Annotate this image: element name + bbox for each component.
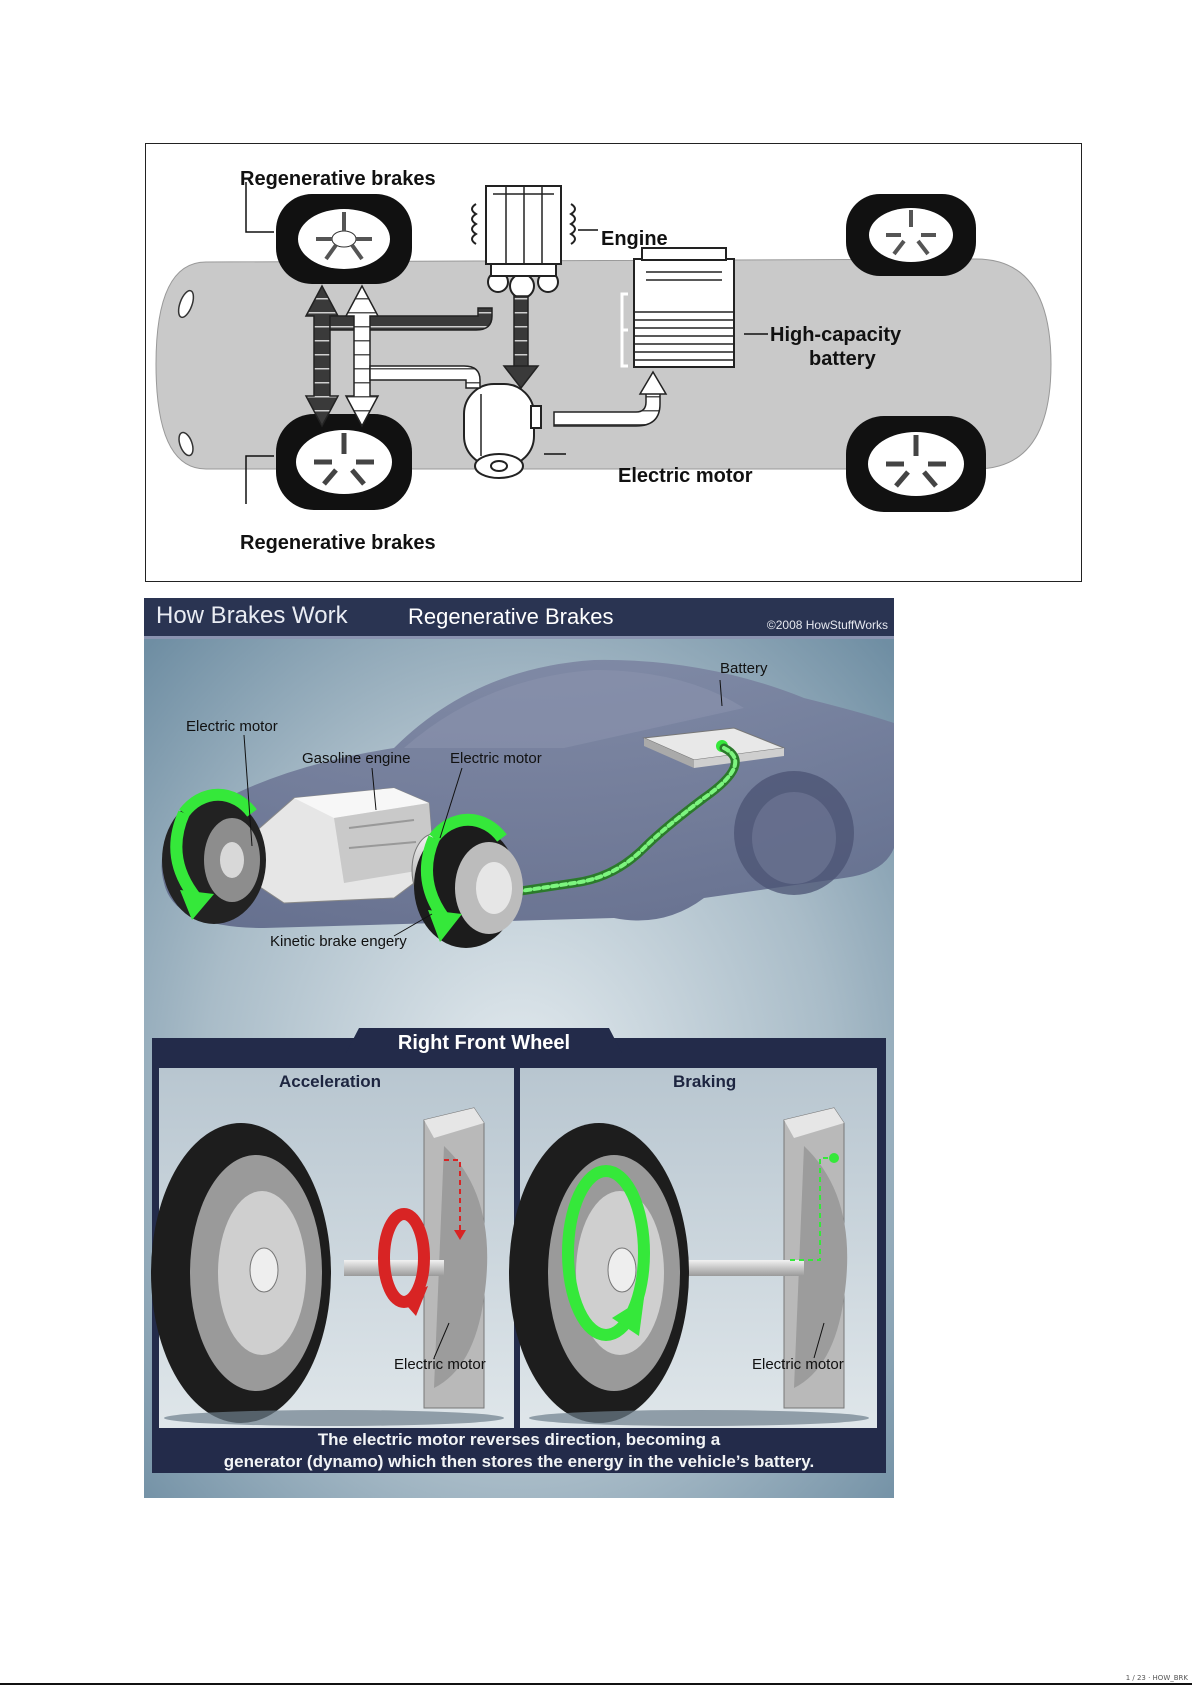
- label-braking: Braking: [673, 1072, 737, 1091]
- wheel-front-bottom: [276, 414, 412, 510]
- panel-title: Right Front Wheel: [397, 1032, 571, 1054]
- gasoline-engine: [253, 787, 435, 904]
- label-battery: battery: [809, 348, 876, 370]
- page-bottom-rule: [0, 1683, 1192, 1685]
- wheel-front-top: [276, 194, 412, 284]
- front-wheel: [414, 813, 523, 948]
- caption-line-2: generator (dynamo) which then stores the…: [223, 1452, 815, 1471]
- acceleration-panel-art: [151, 1107, 488, 1423]
- label-electric-motor-accel: Electric motor: [394, 1356, 486, 1373]
- label-high-capacity: High-capacity: [770, 324, 902, 346]
- wheel-rear-top: [846, 194, 976, 276]
- callout-front-motor: [439, 767, 463, 839]
- callout-regen-bottom: [245, 455, 274, 504]
- wheel-rear-bottom: [846, 416, 986, 512]
- caption-line-1: The electric motor reverses direction, b…: [317, 1430, 721, 1449]
- label-regenerative-brakes-top: Regenerative brakes: [240, 168, 436, 190]
- header-title: How Brakes Work: [156, 602, 348, 629]
- label-engine: Engine: [601, 228, 668, 250]
- callout-regen-top: [245, 182, 274, 233]
- copyright: ©2008 HowStuffWorks: [766, 618, 888, 632]
- header-subtitle: Regenerative Brakes: [408, 604, 614, 629]
- headlight-top: [177, 289, 195, 319]
- headlight-bottom: [178, 431, 194, 457]
- label-electric-motor: Electric motor: [618, 465, 753, 487]
- hybrid-drivetrain-diagram: Regenerative brakes Engine High-capacity…: [145, 143, 1082, 582]
- label-electric-motor-braking: Electric motor: [752, 1356, 844, 1373]
- panel-title-tab: [346, 1028, 622, 1053]
- engine-power-arrows: [304, 284, 540, 428]
- battery-drawing: [620, 247, 735, 368]
- label-kinetic-brake-energy: Kinetic brake engery: [270, 933, 407, 950]
- braking-panel-art: [509, 1107, 848, 1423]
- callout-battery: [719, 679, 723, 707]
- callout-kinetic: [393, 913, 433, 937]
- hsw-illustration-svg: [144, 598, 894, 1498]
- rear-wheel: [162, 788, 266, 924]
- callout-gas-engine: [371, 767, 377, 811]
- drivetrain-svg: [155, 182, 1052, 512]
- engine-drawing: [471, 185, 576, 299]
- electric-motor-drawing: [463, 383, 542, 479]
- callout-rear-motor: [243, 734, 253, 847]
- electric-power-arrows: [344, 284, 668, 428]
- label-gasoline-engine: Gasoline engine: [302, 750, 411, 767]
- regenerative-brakes-illustration: How Brakes Work Regenerative Brakes ©200…: [144, 598, 894, 1498]
- page-footer-mark: 1 / 23 · HOW_BRK: [1125, 1674, 1188, 1682]
- label-electric-motor-rear: Electric motor: [186, 718, 278, 735]
- label-battery: Battery: [720, 660, 768, 677]
- header-bar: [144, 598, 894, 636]
- label-acceleration: Acceleration: [279, 1072, 382, 1091]
- label-electric-motor-front: Electric motor: [450, 750, 542, 767]
- label-regenerative-brakes-bottom: Regenerative brakes: [240, 532, 436, 554]
